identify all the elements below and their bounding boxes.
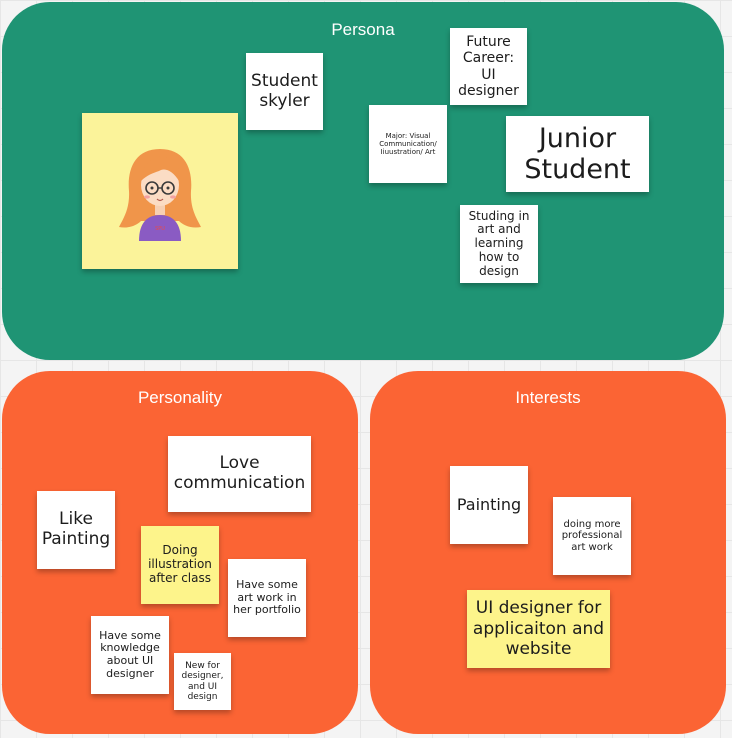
note-future-career[interactable]: Future Career: UI designer xyxy=(450,28,527,105)
interests-frame: Interests xyxy=(370,371,726,734)
persona-title: Persona xyxy=(331,20,395,39)
interests-title: Interests xyxy=(515,388,581,407)
note-major[interactable]: Major: Visual Communication/ Iiuustratio… xyxy=(369,105,447,183)
avatar-shirt-text: SPU xyxy=(155,226,165,232)
note-ui-designer-app[interactable]: UI designer for applicaiton and website xyxy=(467,590,610,668)
note-interests-painting[interactable]: Painting xyxy=(450,466,528,544)
note-professional-art[interactable]: doing more professional art work xyxy=(553,497,631,575)
avatar-sticky-note[interactable]: SPU xyxy=(82,113,238,269)
note-ui-knowledge[interactable]: Have some knowledge about UI designer xyxy=(91,616,169,694)
note-studying[interactable]: Studing in art and learning how to desig… xyxy=(460,205,538,283)
note-student-skyler[interactable]: Student skyler xyxy=(246,53,323,130)
note-like-painting[interactable]: Like Painting xyxy=(37,491,115,569)
note-new-designer[interactable]: New for designer, and UI design xyxy=(174,653,231,710)
avatar: SPU xyxy=(119,149,201,241)
note-art-portfolio[interactable]: Have some art work in her portfolio xyxy=(228,559,306,637)
personality-title: Personality xyxy=(137,388,223,407)
note-junior-student[interactable]: Junior Student xyxy=(506,116,649,192)
note-doing-illustration[interactable]: Doing illustration after class xyxy=(141,526,219,604)
note-love-communication[interactable]: Love communication xyxy=(168,436,311,512)
